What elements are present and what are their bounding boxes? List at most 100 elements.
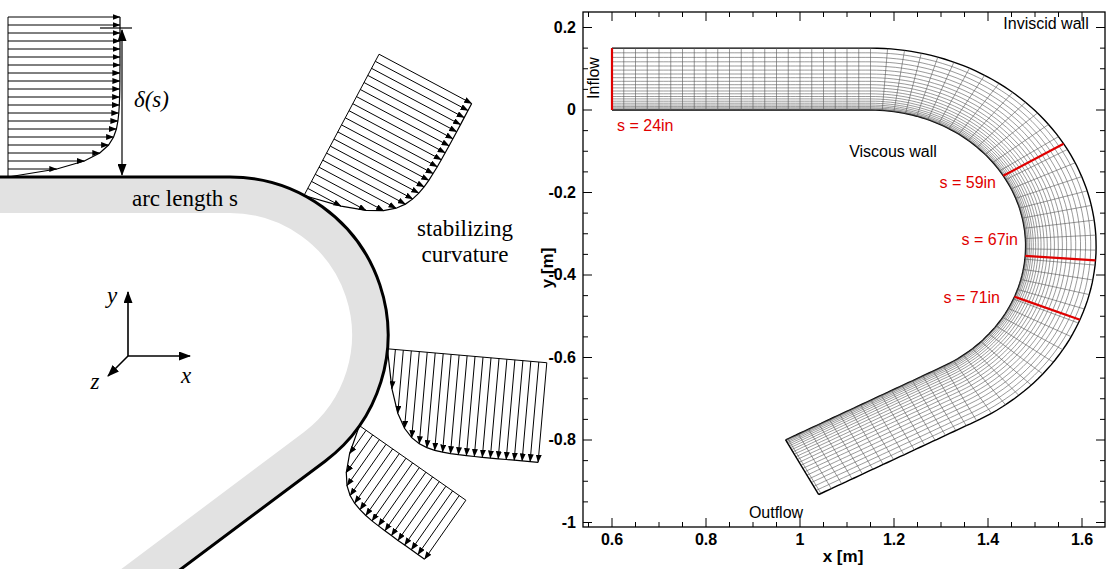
y-tick [1100,481,1105,482]
mesh-line [912,381,945,436]
velocity-arrow [506,360,515,460]
velocity-arrow [379,54,472,103]
mesh-line [612,88,1051,460]
x-tick [1035,522,1036,527]
mesh-line [741,48,742,110]
mesh-line [871,400,904,455]
y-tick [583,192,592,193]
mesh-line [1000,137,1059,171]
velocity-arrow [435,354,444,451]
tick-label: -0.2 [548,183,576,201]
y-tick [583,440,592,441]
velocity-arrow [474,357,483,456]
x-axis-arrow [128,355,190,357]
y-tick [583,110,592,111]
velocity-arrow [8,65,120,66]
velocity-arrow [8,17,120,18]
y-tick [583,295,588,296]
profile-envelope [346,426,424,560]
y-tick [1100,295,1105,296]
mesh-line [1006,149,1068,179]
profile-base [359,426,465,501]
mesh-line [882,49,887,111]
velocity-arrow [8,73,120,74]
axis-title: x [m] [823,547,864,567]
y-tick [1100,130,1105,131]
mesh-line [659,48,660,110]
mesh-line [981,342,1031,385]
mesh-line [1022,205,1091,218]
mesh-line [892,390,925,445]
mesh-line [670,48,671,110]
x-tick [659,522,660,527]
velocity-arrow [490,359,499,459]
mesh-line [954,361,992,413]
velocity-arrow [8,41,120,42]
mesh-line [850,410,883,465]
mesh-line [798,434,831,489]
y-tick [583,398,588,399]
velocity-arrow [350,444,386,495]
mesh-line [870,48,871,110]
velocity-arrow [8,137,114,138]
y-tick [1096,110,1105,111]
mesh-line [612,74,1067,472]
profile-envelope [8,17,120,177]
velocity-arrow [8,145,109,146]
velocity-arrow [391,477,432,536]
x-tick [917,12,918,17]
mesh-line [861,405,894,460]
y-tick [1100,171,1105,172]
mesh-line [612,62,1081,483]
x-tick [1082,518,1083,527]
mesh-line [835,48,836,110]
velocity-arrow [375,61,468,110]
y-tick [583,130,588,131]
velocity-arrow [366,458,406,515]
axis-letter: y [107,283,117,309]
mesh-line [959,83,999,134]
x-tick [729,12,730,17]
velocity-arrow [350,430,367,453]
velocity-arrow [425,500,466,559]
x-tick [823,12,824,17]
station-label: s = 24in [617,117,673,135]
axis-letter: x [181,363,191,389]
mesh-line [764,48,765,110]
tick-label: -0.8 [548,431,576,449]
tick-label: 0 [567,101,576,119]
y-tick [583,275,592,276]
velocity-arrow [353,104,445,153]
mesh-line [819,424,852,479]
mesh-line [612,97,1041,452]
x-tick [1058,522,1059,527]
mesh-line [635,48,636,110]
mesh-line [928,62,954,119]
mesh-line [972,349,1018,396]
mesh-line [905,53,921,113]
mesh-line [917,57,938,116]
velocity-arrow [412,352,420,438]
x-tick [988,12,989,21]
velocity-arrow [514,361,523,461]
x-tick [659,12,660,17]
tick-label: 0.2 [554,18,576,36]
y-tick [1100,48,1105,49]
y-tick [583,151,588,152]
arc-length-label: arc length s [132,186,238,212]
x-tick [870,12,871,17]
y-tick [1096,27,1105,28]
y-tick [1100,316,1105,317]
mesh-line [612,101,1036,448]
boundary-label: Outflow [749,504,803,522]
y-tick [583,171,588,172]
y-tick [583,316,588,317]
velocity-arrow [538,363,547,463]
mesh-line [694,48,695,110]
mesh-line [1019,191,1087,208]
x-tick [753,12,754,17]
boundary-label: Inflow [585,57,603,99]
velocity-arrow [8,113,119,114]
velocity-arrow [372,463,413,521]
